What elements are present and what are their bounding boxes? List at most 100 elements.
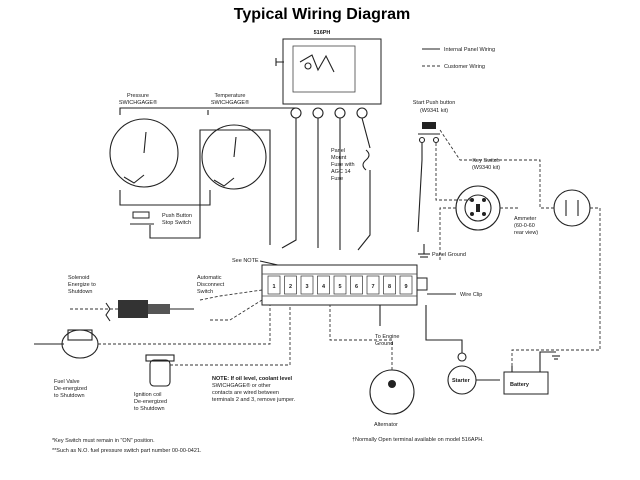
controller-terminals	[290, 107, 368, 119]
legend-customer-label: Customer Wiring	[444, 64, 485, 70]
start-button-label-1: Start Push button	[413, 100, 456, 106]
controller-relay	[292, 45, 356, 93]
pressure-gauge-needle	[143, 131, 147, 154]
controller-box	[282, 38, 382, 105]
fuse-label-3: Fuse with	[331, 162, 355, 168]
temperature-label-1: Temperature	[215, 93, 246, 99]
engine-ground: To Engine Ground	[375, 305, 399, 347]
wire-clip-label: Wire Clip	[460, 292, 482, 298]
fuel-valve-label-1: Fuel Valve	[54, 379, 80, 385]
panel-ground: Panel Ground	[418, 244, 466, 258]
controller-mount-icon	[275, 58, 284, 66]
battery-icon	[503, 371, 549, 395]
relay-contact	[299, 54, 335, 73]
relay-coil-icon	[304, 62, 312, 70]
footnote-1: *Key Switch must remain in "ON" position…	[52, 438, 155, 444]
temperature-gauge-dial	[201, 124, 267, 190]
stop-label-1: Push Button	[162, 213, 192, 219]
footnotes: *Key Switch must remain in "ON" position…	[52, 437, 484, 454]
ammeter-label-2: (60-0-60	[514, 223, 535, 229]
pressure-gauge-contact	[123, 174, 145, 184]
temperature-gauge-needle	[233, 136, 237, 158]
disconnect-label-1: Automatic	[197, 275, 222, 281]
terminal-7	[366, 275, 380, 295]
see-note-label: See NOTE	[232, 258, 259, 264]
legend-internal-label: Internal Panel Wiring	[444, 47, 495, 53]
solenoid: Solenoid Energize to Shutdown	[68, 275, 194, 322]
solenoid-label-1: Solenoid	[68, 275, 89, 281]
start-push-button: Start Push button (W9341 kit)	[413, 100, 470, 233]
footnote-2: **Such as N.O. fuel pressure switch part…	[52, 448, 202, 454]
ammeter-label-3: rear view)	[514, 230, 538, 236]
terminal-9	[399, 275, 413, 295]
fuse-label-4: AGC 14	[331, 169, 351, 175]
ignition-coil-label-2: De-energized	[134, 399, 167, 405]
fuel-valve-label-3: to Shutdown	[54, 393, 85, 399]
solenoid-label-3: Shutdown	[68, 289, 92, 295]
panel-ground-label: Panel Ground	[432, 252, 466, 258]
fuse-icon	[362, 149, 370, 171]
solenoid-body-icon	[118, 300, 148, 318]
fuse-label-5: Fuse	[331, 176, 343, 182]
fuel-valve-label-2: De-energized	[54, 386, 87, 392]
fuse-label-2: Mount	[331, 155, 347, 161]
terminal-4	[317, 275, 330, 295]
starter-label: Starter	[452, 378, 471, 384]
terminal-6	[350, 275, 363, 295]
alternator: Alternator	[329, 305, 415, 428]
note-line-3: contacts are wired between	[212, 390, 279, 396]
starter: Starter	[425, 305, 500, 395]
footnote-3: †Normally Open terminal available on mod…	[352, 437, 484, 443]
fuel-valve: Fuel Valve De-energized to Shutdown	[34, 305, 271, 399]
terminal-label-7: 7	[371, 284, 374, 290]
push-button-stop-switch: Push Button Stop Switch	[130, 211, 192, 226]
ammeter-body	[553, 189, 591, 227]
automatic-disconnect-switch: Automatic Disconnect Switch	[197, 275, 263, 321]
temperature-gauge-contact	[213, 177, 235, 187]
fuel-valve-icon	[61, 329, 99, 359]
ammeter-label-1: Ammeter	[514, 216, 536, 222]
disconnect-label-3: Switch	[197, 289, 213, 295]
battery: Battery	[503, 270, 601, 395]
note-line-1: NOTE: If oil level, coolant level	[212, 376, 293, 382]
terminal-5	[333, 275, 347, 295]
terminal-label-1: 1	[272, 284, 275, 290]
stop-button-icon	[132, 211, 150, 219]
key-switch: Key Switch (W9340 kit)	[439, 158, 520, 260]
start-button-icon	[422, 122, 436, 129]
terminal-label-5: 5	[338, 284, 341, 290]
pressure-label-1: Pressure	[127, 93, 149, 99]
note-block: NOTE: If oil level, coolant level SWICHG…	[212, 376, 296, 403]
temperature-label-2: SWICHGAGE®	[211, 99, 249, 106]
terminal-label-3: 3	[305, 284, 308, 290]
terminal-8	[383, 275, 396, 295]
engine-ground-label-1: To Engine	[375, 334, 399, 340]
fuse-label-1: Panel	[331, 148, 345, 154]
terminal-label-6: 6	[355, 284, 358, 290]
start-button-label-2: (W9341 kit)	[420, 108, 448, 114]
stop-label-2: Stop Switch	[162, 220, 191, 226]
terminal-1	[267, 275, 281, 295]
note-line-4: terminals 2 and 3, remove jumper.	[212, 397, 296, 403]
solenoid-label-2: Energize to	[68, 282, 96, 288]
ignition-coil-icon	[149, 359, 171, 387]
alternator-icon	[369, 369, 415, 415]
terminal-2	[284, 275, 297, 295]
controller-module: 516PH	[275, 30, 382, 119]
terminal-label-2: 2	[289, 284, 292, 290]
ammeter: Ammeter (60-0-60 rear view)	[439, 129, 601, 270]
panel-mount-fuse: Panel Mount Fuse with AGC 14 Fuse	[331, 148, 370, 182]
key-switch-label-2: (W9340 kit)	[472, 165, 500, 171]
ignition-coil-label-3: to Shutdown	[134, 406, 165, 412]
disconnect-label-2: Disconnect	[197, 282, 225, 288]
legend: Internal Panel Wiring Customer Wiring	[422, 47, 495, 70]
note-line-2: SWICHGAGE® or other	[212, 382, 271, 389]
ignition-coil: Ignition coil De-energized to Shutdown	[134, 305, 291, 412]
terminal-3	[300, 275, 314, 295]
wire-clip-block	[416, 277, 428, 291]
terminal-label-4: 4	[322, 284, 326, 290]
terminal-label-9: 9	[404, 284, 407, 290]
